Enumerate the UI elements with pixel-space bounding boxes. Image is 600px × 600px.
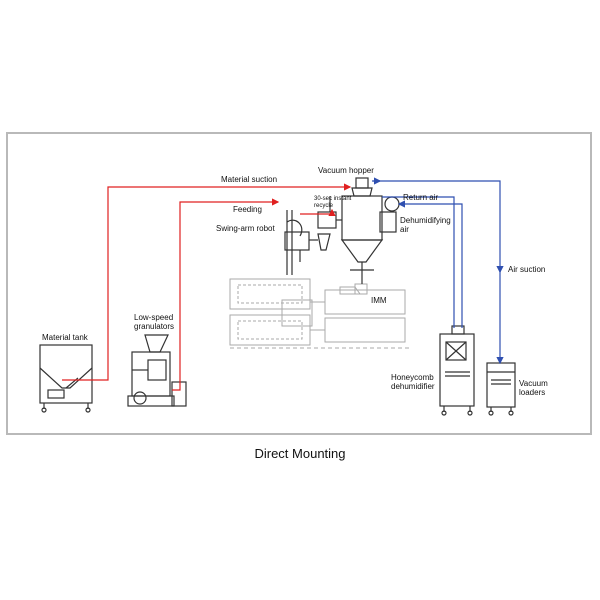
- air-suction-line: [372, 180, 504, 365]
- label-material-suction: Material suction: [221, 175, 278, 184]
- label-imm: IMM: [371, 296, 387, 305]
- diagram-caption: Direct Mounting: [254, 446, 346, 461]
- dehumidifying-air-line: [397, 200, 463, 328]
- label-air-suction: Air suction: [508, 265, 546, 274]
- swing-arm-robot: [284, 210, 331, 275]
- granulator: [127, 334, 187, 407]
- label-dehumidifying-line2: air: [400, 225, 409, 234]
- label-material-tank: Material tank: [42, 333, 88, 342]
- material-lines: [62, 183, 352, 391]
- vacuum-hopper: [317, 177, 400, 284]
- recycle-line: [300, 208, 336, 216]
- material-suction-line: [62, 183, 352, 381]
- imm-machine: [229, 278, 410, 349]
- label-vacuum-hopper: Vacuum hopper: [318, 166, 374, 175]
- label-dehumidifier-line2: dehumidifier: [391, 382, 435, 391]
- label-granulators-line1: Low-speed: [134, 313, 174, 322]
- vacuum-loaders: [486, 362, 516, 416]
- material-tank: [39, 344, 93, 413]
- label-loaders-line2: loaders: [519, 388, 546, 397]
- label-recycle-line1: 30-sec instant: [314, 196, 352, 202]
- label-dehumidifier-line1: Honeycomb: [391, 373, 434, 382]
- label-recycle-line2: recycle: [314, 203, 334, 209]
- honeycomb-dehumidifier: [439, 325, 475, 416]
- label-loaders-line1: Vacuum: [519, 379, 548, 388]
- feeding-line: [172, 198, 280, 391]
- label-feeding: Feeding: [233, 205, 262, 214]
- label-swing-arm-robot: Swing-arm robot: [216, 224, 275, 233]
- label-return-air: Return air: [403, 193, 439, 202]
- air-lines: [372, 177, 504, 365]
- label-granulators-line2: granulators: [134, 322, 175, 331]
- return-air-line: [382, 196, 455, 328]
- label-dehumidifying-line1: Dehumidifying: [400, 216, 451, 225]
